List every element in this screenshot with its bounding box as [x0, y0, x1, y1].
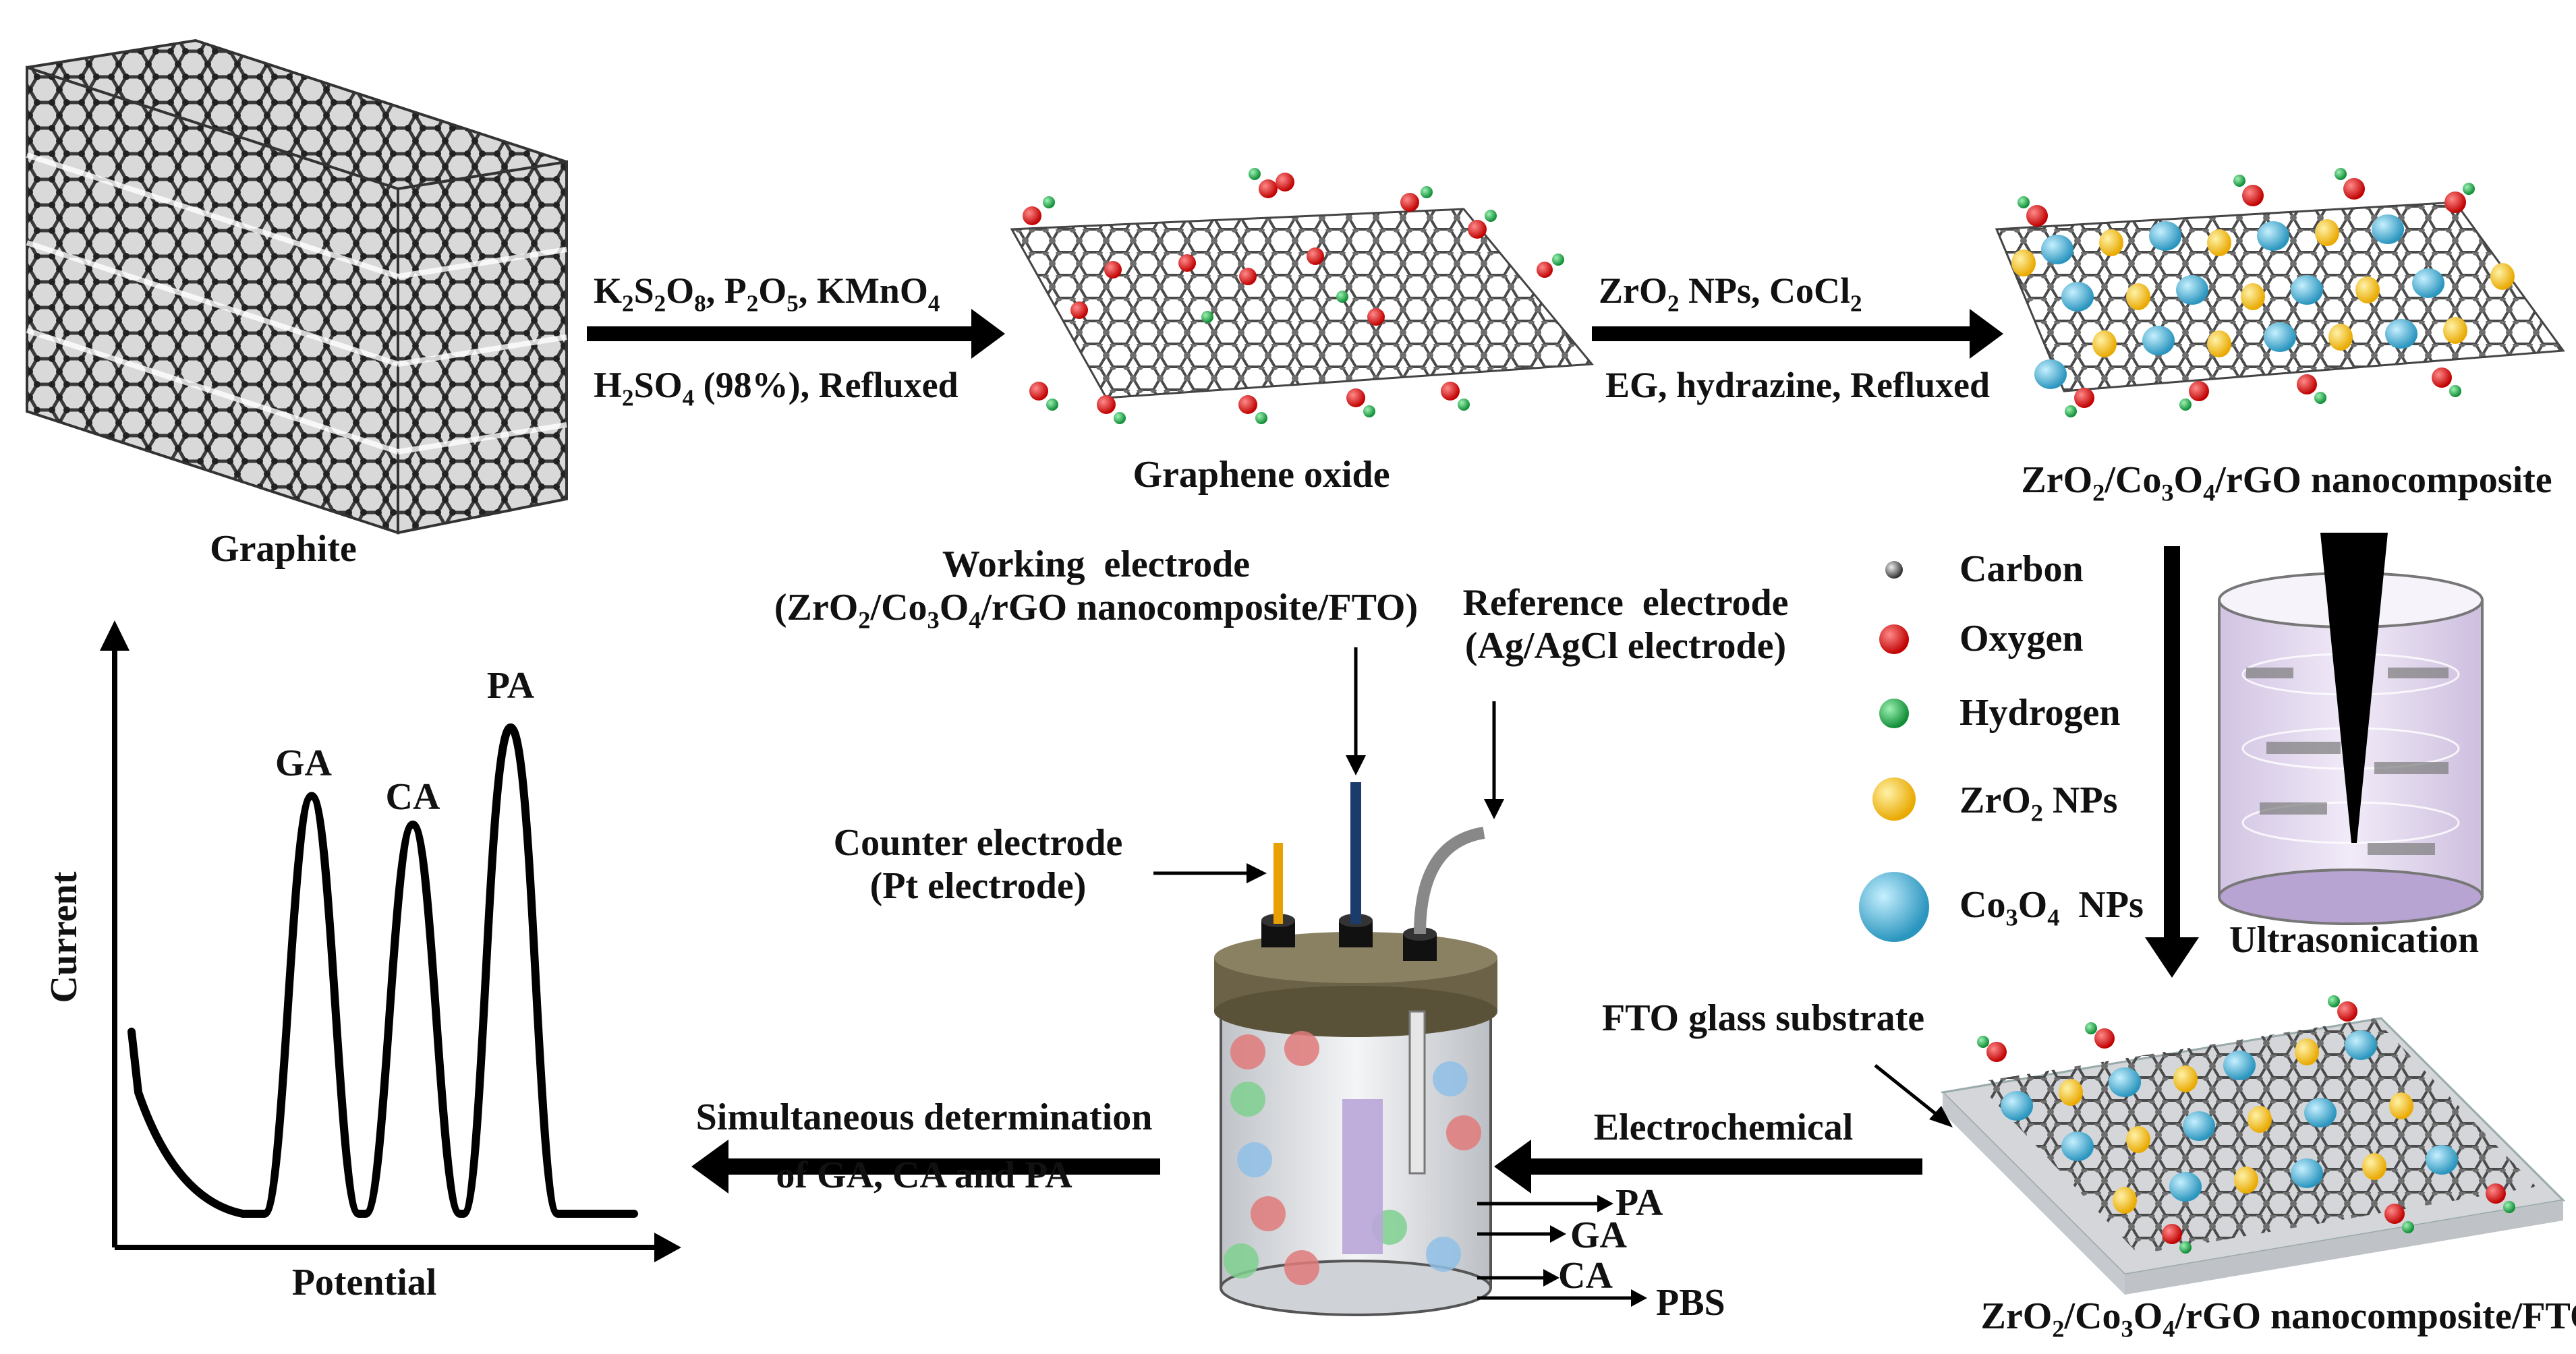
- plot-ylabel: Current: [42, 871, 85, 1003]
- output-pbs-label: PBS: [1656, 1282, 1725, 1324]
- legend-oxygen-label: Oxygen: [1959, 618, 2084, 659]
- nanocomposite-label: ZrO2/Co3O4/rGO nanocomposite: [2021, 459, 2552, 506]
- arrow-fto-to-cell: [1494, 1140, 1922, 1194]
- working-electrode-label: Working electrode (ZrO2/Co3O4/rGO nanoco…: [774, 543, 1419, 635]
- fto-substrate-pointer: [1874, 1064, 1953, 1127]
- arrow-go-to-composite: [1592, 309, 2003, 359]
- graphite-label: Graphite: [210, 528, 357, 570]
- peak-ga-label: GA: [275, 742, 332, 784]
- ultrasonication-label: Ultrasonication: [2229, 919, 2480, 961]
- peak-pa-label: PA: [486, 665, 535, 707]
- legend-zro2-label: ZrO2 NPs: [1959, 779, 2118, 827]
- output-ga-label: GA: [1570, 1214, 1627, 1256]
- fto-electrode: [1940, 995, 2566, 1295]
- fto-label: ZrO2/Co3O4/rGO nanocomposite/FTO: [1980, 1295, 2576, 1343]
- peak-ca-label: CA: [385, 776, 440, 818]
- arrow-cell-to-plot: [691, 1140, 1160, 1194]
- counter-electrode-label: Counter electrode (Pt electrode): [833, 822, 1123, 908]
- legend-co3o4-label: Co3O4 NPs: [1959, 884, 2144, 931]
- legend-carbon-label: Carbon: [1959, 548, 2084, 590]
- step2-top: ZrO2 NPs, CoCl2: [1599, 270, 1862, 317]
- ultrasonication-beaker: [2218, 533, 2484, 925]
- output-arrows: [1477, 1195, 1647, 1307]
- electrochemical-label: Electrochemical: [1593, 1107, 1854, 1148]
- output-pa-label: PA: [1615, 1182, 1663, 1224]
- legend-swatches: [1859, 561, 1929, 942]
- plot-xlabel: Potential: [291, 1262, 437, 1303]
- legend-co3o4-ball: [1859, 872, 1929, 942]
- legend-hydrogen-label: Hydrogen: [1959, 692, 2121, 734]
- step1-reagents-bottom: H2SO4 (98%), Refluxed: [594, 365, 958, 411]
- electrochemical-cell: [1214, 782, 1497, 1316]
- output-ca-label: CA: [1558, 1255, 1613, 1297]
- legend-carbon-ball: [1885, 561, 1903, 579]
- legend-zro2-ball: [1872, 777, 1916, 821]
- reference-electrode-pointer: [1484, 701, 1504, 819]
- arrow-graphite-to-go: [587, 309, 1005, 359]
- counter-electrode-pointer: [1153, 863, 1267, 883]
- legend-hydrogen-ball: [1879, 699, 1909, 728]
- step2-bottom: EG, hydrazine, Refluxed: [1605, 365, 1991, 405]
- dpv-curve: [127, 723, 638, 1218]
- graphene-oxide-label: Graphene oxide: [1133, 454, 1390, 496]
- determination-label: Simultaneous determination of GA, CA and…: [695, 1096, 1153, 1197]
- graphene-oxide-sheet: [1010, 168, 1595, 424]
- legend-oxygen-ball: [1879, 624, 1909, 654]
- working-electrode-pointer: [1346, 647, 1366, 775]
- voltammogram: [100, 620, 681, 1262]
- arrow-composite-to-fto: [2145, 546, 2199, 978]
- graphite-structure: [26, 38, 568, 535]
- step1-reagents-top: K2S2O8, P2O5, KMnO4: [594, 270, 940, 317]
- reference-electrode-label: Reference electrode (Ag/AgCl electrode): [1462, 582, 1789, 668]
- fto-substrate-label: FTO glass substrate: [1602, 997, 1925, 1039]
- composite-sheet: [1995, 168, 2565, 417]
